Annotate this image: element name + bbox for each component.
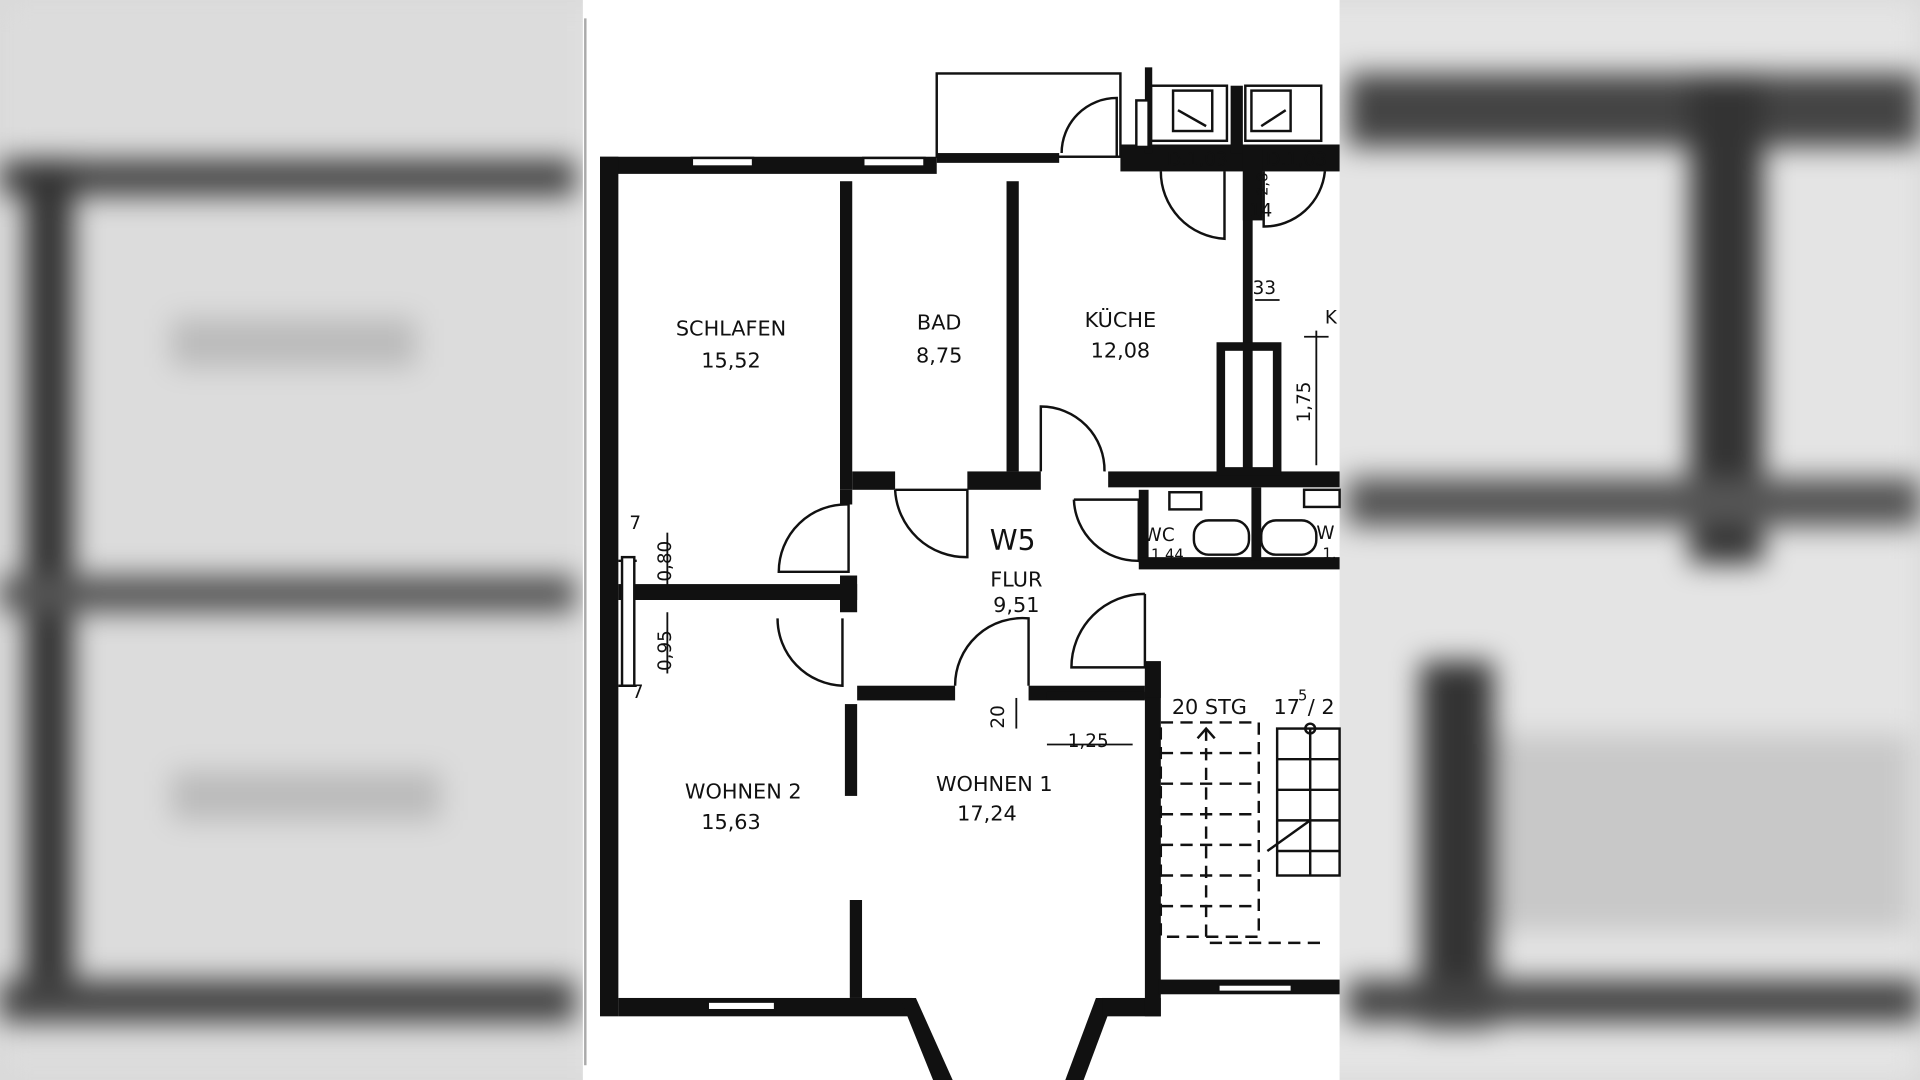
room-area-wohnen1: 17,24	[957, 801, 1017, 825]
stair-rise-sup: 5	[1298, 687, 1307, 704]
room-area-bad: 8,75	[916, 343, 962, 367]
dim-d7: 0,80	[655, 541, 676, 582]
room-label-wc: WC	[1144, 525, 1175, 546]
dim-d12: 7	[632, 682, 644, 703]
dim-d9: 20	[988, 705, 1009, 728]
windows	[620, 99, 1294, 1012]
room-area-flur: 9,51	[993, 593, 1039, 617]
dim-d11: 7	[629, 513, 641, 534]
dim-d1: D.1,03	[1167, 149, 1228, 170]
room-label-wohnen2: WOHNEN 2	[685, 779, 802, 803]
unit-label: W5	[990, 524, 1036, 557]
room-area-wc2: 1,	[1322, 545, 1336, 562]
dim-d5: 33	[1253, 278, 1276, 299]
room-label-wc2: W	[1316, 523, 1334, 544]
dimension-lines	[666, 299, 1329, 746]
dim-d8: 0,95	[655, 630, 676, 671]
fixtures	[935, 72, 1341, 945]
room-label-wohnen1: WOHNEN 1	[936, 772, 1053, 796]
dim-d10: 1,25	[1068, 731, 1109, 752]
room-label-kueche: KÜCHE	[1085, 307, 1157, 332]
room-label-flur: FLUR	[990, 568, 1042, 592]
dim-d6: 1,75	[1294, 382, 1315, 423]
room-area-wohnen2: 15,63	[701, 810, 761, 834]
room-area-kueche: 12,08	[1091, 339, 1151, 363]
room-label-bad: BAD	[917, 310, 962, 334]
dim-d3: 2,8	[1254, 173, 1271, 196]
room-label-k: K	[1325, 307, 1338, 328]
stair-label: 20 STG 17 5 / 2	[1172, 687, 1335, 718]
room-label-schlafen: SCHLAFEN	[676, 317, 786, 341]
stair-rise: 17	[1273, 695, 1299, 719]
stair-count: 20 STG	[1172, 695, 1247, 719]
room-area-schlafen: 15,52	[701, 348, 761, 372]
dim-d2: D.1,03	[1266, 149, 1327, 170]
stair-run: / 2	[1308, 695, 1335, 719]
room-area-wc: 1,44	[1151, 547, 1184, 564]
plan-paper	[582, 0, 1340, 1080]
dim-d4: 14	[1249, 201, 1272, 222]
